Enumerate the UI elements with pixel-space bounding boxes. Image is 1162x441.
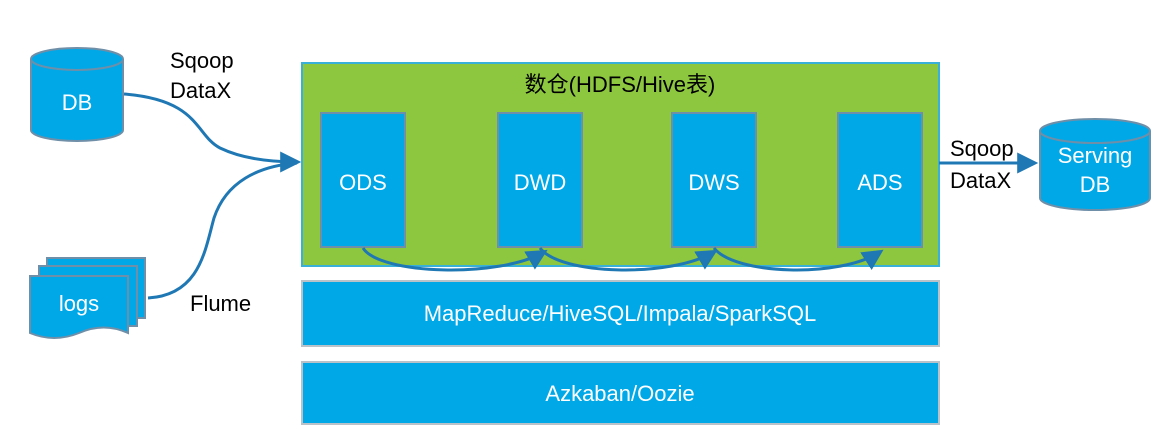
db-source-label: DB: [62, 90, 93, 115]
layer-dws-label: DWS: [688, 170, 739, 195]
layer-ods-label: ODS: [339, 170, 387, 195]
ods-to-dwd-arrow: [361, 247, 548, 272]
layer-ads: ADS: [837, 112, 923, 248]
logs-document-stack: logs: [29, 257, 146, 339]
serving-db-label-line1: Serving: [1058, 143, 1133, 168]
serving-db-cylinder: Serving DB: [1039, 118, 1151, 211]
ingest-datax-label: DataX: [170, 78, 231, 103]
warehouse-title: 数仓(HDFS/Hive表): [525, 72, 716, 97]
warehouse-container: [301, 62, 940, 267]
db-to-warehouse-arrow: [123, 92, 302, 173]
flume-label: Flume: [190, 291, 251, 316]
export-datax-label: DataX: [950, 168, 1011, 193]
db-source-cylinder: DB: [30, 47, 124, 142]
export-sqoop-label: Sqoop: [950, 136, 1014, 161]
layer-ads-label: ADS: [857, 170, 902, 195]
ingest-sqoop-label: Sqoop: [170, 48, 234, 73]
layer-dws: DWS: [671, 112, 757, 248]
dws-to-ads-arrow: [712, 246, 884, 272]
serving-db-label-line2: DB: [1080, 172, 1111, 197]
scheduler-bar: [301, 361, 940, 425]
logs-label: logs: [59, 291, 99, 316]
layer-ods: ODS: [320, 112, 406, 248]
scheduler-label: Azkaban/Oozie: [545, 381, 694, 406]
logs-to-warehouse-arrow: [147, 161, 298, 300]
dwd-to-dws-arrow: [538, 246, 718, 272]
layer-dwd-label: DWD: [514, 170, 567, 195]
compute-engine-bar: [301, 280, 940, 347]
layer-dwd: DWD: [497, 112, 583, 248]
compute-engine-label: MapReduce/HiveSQL/Impala/SparkSQL: [424, 301, 817, 326]
